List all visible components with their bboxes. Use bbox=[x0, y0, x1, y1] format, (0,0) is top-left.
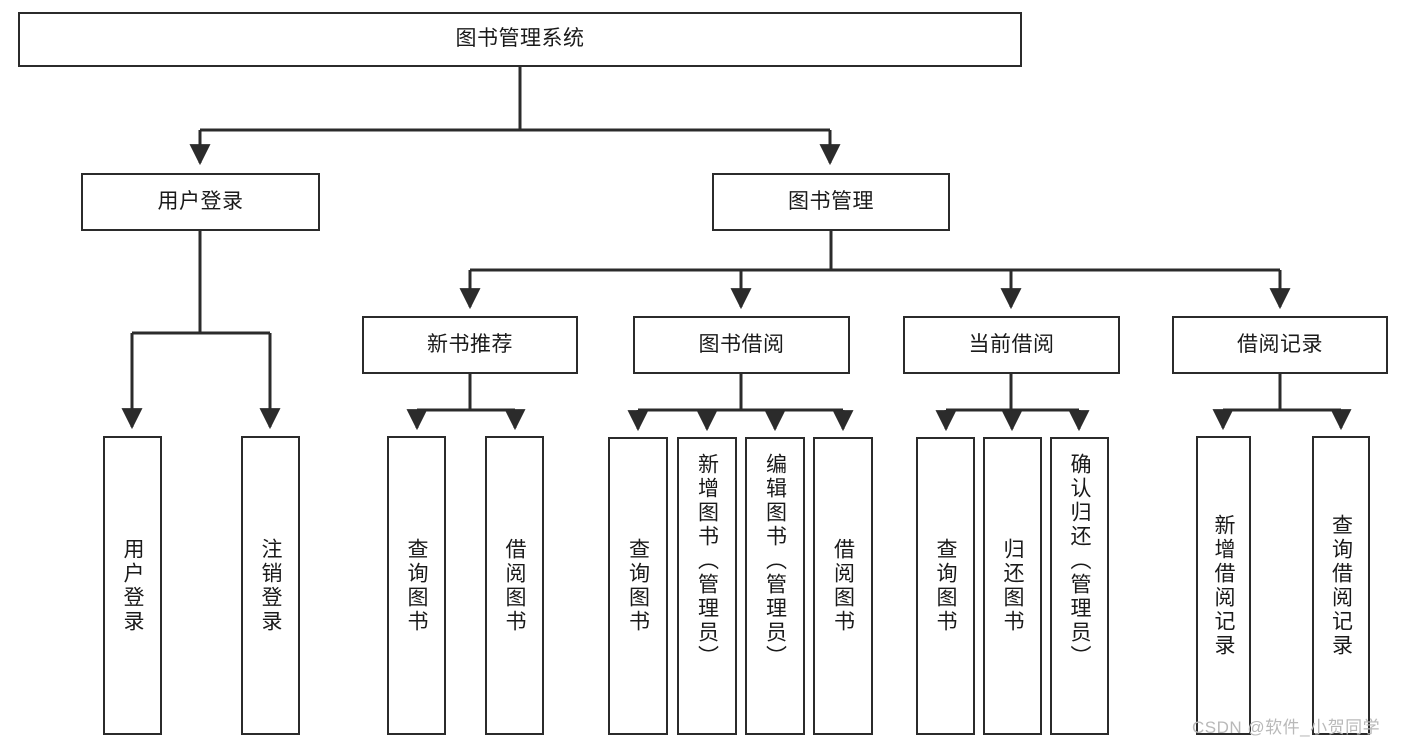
node-leaf-query-book-recommend[interactable]: 查询图书 bbox=[387, 436, 446, 735]
node-leaf-add-book-admin-label: 新增图书（管理员） bbox=[695, 453, 719, 669]
node-root[interactable]: 图书管理系统 bbox=[18, 12, 1022, 67]
node-leaf-add-borrow-record[interactable]: 新增借阅记录 bbox=[1196, 436, 1251, 735]
node-root-label: 图书管理系统 bbox=[455, 27, 585, 51]
node-leaf-borrow-book[interactable]: 借阅图书 bbox=[813, 437, 873, 735]
node-leaf-query-borrow-record-label: 查询借阅记录 bbox=[1329, 513, 1353, 658]
node-current-borrow[interactable]: 当前借阅 bbox=[903, 316, 1120, 374]
node-new-book-recommend-label: 新书推荐 bbox=[427, 332, 513, 356]
node-leaf-query-borrow-record[interactable]: 查询借阅记录 bbox=[1312, 436, 1370, 735]
node-leaf-query-book-recommend-label: 查询图书 bbox=[405, 537, 428, 634]
node-leaf-borrow-book-recommend-label: 借阅图书 bbox=[503, 537, 526, 634]
watermark-text: CSDN @软件_小贺同学 bbox=[1192, 718, 1381, 737]
node-leaf-logout-label: 注销登录 bbox=[259, 537, 282, 634]
node-leaf-return-book-label: 归还图书 bbox=[1001, 538, 1024, 634]
node-book-management[interactable]: 图书管理 bbox=[712, 173, 950, 231]
node-new-book-recommend[interactable]: 新书推荐 bbox=[362, 316, 578, 374]
node-leaf-user-login[interactable]: 用户登录 bbox=[103, 436, 162, 735]
node-leaf-return-book[interactable]: 归还图书 bbox=[983, 437, 1042, 735]
node-leaf-logout[interactable]: 注销登录 bbox=[241, 436, 300, 735]
node-borrow-records-label: 借阅记录 bbox=[1237, 332, 1323, 356]
node-leaf-edit-book-admin[interactable]: 编辑图书（管理员） bbox=[745, 437, 805, 735]
node-leaf-confirm-return-admin-label: 确认归还（管理员） bbox=[1068, 453, 1091, 669]
node-current-borrow-label: 当前借阅 bbox=[968, 332, 1055, 356]
node-book-management-label: 图书管理 bbox=[788, 189, 874, 213]
node-borrow-records[interactable]: 借阅记录 bbox=[1172, 316, 1388, 374]
node-book-borrow-label: 图书借阅 bbox=[698, 332, 785, 356]
node-leaf-confirm-return-admin[interactable]: 确认归还（管理员） bbox=[1050, 437, 1109, 735]
node-user-login-label: 用户登录 bbox=[157, 189, 244, 213]
node-leaf-borrow-book-recommend[interactable]: 借阅图书 bbox=[485, 436, 544, 735]
node-leaf-add-book-admin[interactable]: 新增图书（管理员） bbox=[677, 437, 737, 735]
node-leaf-user-login-label: 用户登录 bbox=[121, 537, 144, 634]
node-leaf-borrow-book-label: 借阅图书 bbox=[831, 538, 855, 634]
node-leaf-query-book-borrow-label: 查询图书 bbox=[626, 538, 650, 634]
node-leaf-add-borrow-record-label: 新增借阅记录 bbox=[1212, 513, 1235, 658]
node-leaf-query-book-borrow[interactable]: 查询图书 bbox=[608, 437, 668, 735]
node-leaf-query-book-current-label: 查询图书 bbox=[934, 538, 957, 634]
node-book-borrow[interactable]: 图书借阅 bbox=[633, 316, 850, 374]
node-leaf-query-book-current[interactable]: 查询图书 bbox=[916, 437, 975, 735]
node-leaf-edit-book-admin-label: 编辑图书（管理员） bbox=[763, 453, 787, 669]
node-user-login[interactable]: 用户登录 bbox=[81, 173, 320, 231]
